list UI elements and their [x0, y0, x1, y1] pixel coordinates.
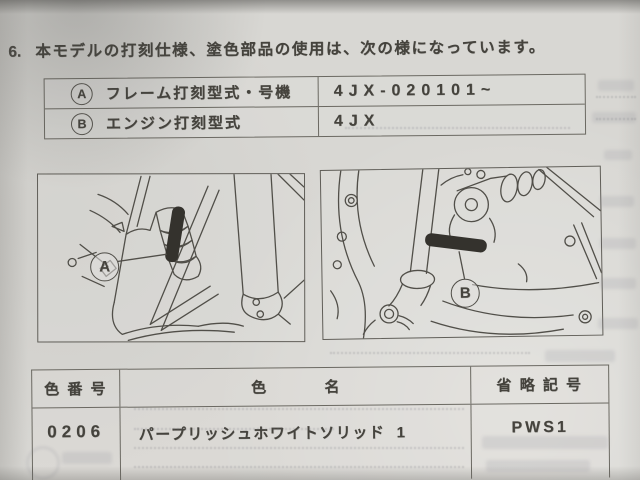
engine-stamp-value: 4JX — [333, 111, 381, 130]
frame-stamp-drawing — [67, 174, 305, 342]
color-table-header-row: 色 番 号 色 名 省 略 記 号 — [32, 365, 609, 409]
frame-stamp-label: フレーム打刻型式・号機 — [105, 84, 293, 103]
frame-stamp-label-cell: A フレーム打刻型式・号機 — [44, 77, 319, 109]
bleedthrough-dots — [134, 466, 464, 468]
callout-a: A — [90, 252, 120, 282]
bleedthrough-dots — [134, 408, 464, 410]
table-row: A フレーム打刻型式・号機 4JX-020101~ — [44, 75, 585, 109]
engine-stamp-mark — [425, 233, 487, 253]
engine-stamp-drawing — [330, 166, 603, 339]
frame-stamp-mark — [165, 206, 186, 263]
circled-a-badge: A — [70, 82, 93, 105]
bleedthrough-smudge — [486, 460, 590, 472]
bleedthrough-dots — [596, 96, 636, 98]
col-header-color-number: 色 番 号 — [32, 369, 121, 408]
color-name-cell: パープリッシュホワイトソリッド 1 — [120, 404, 473, 480]
bleedthrough-smudge — [598, 318, 638, 329]
bleedthrough-ring — [26, 446, 60, 480]
bleedthrough-smudge — [592, 112, 636, 123]
circled-b-badge: B — [70, 112, 94, 135]
engine-stamp-figure: B — [319, 165, 604, 340]
bleedthrough-smudge — [600, 278, 636, 289]
bleedthrough-dots — [345, 127, 570, 129]
bleedthrough-smudge — [604, 150, 632, 160]
bleedthrough-dots — [134, 447, 464, 449]
bleedthrough-dots — [134, 428, 334, 430]
bleedthrough-smudge — [600, 196, 634, 207]
section-number: 6. — [8, 43, 22, 61]
section-title: 本モデルの打刻仕様、塗色部品の使用は、次の様になっています。 — [35, 39, 547, 61]
bleedthrough-smudge — [62, 452, 112, 464]
bleedthrough-smudge — [600, 238, 636, 249]
frame-stamp-value: 4JX-020101~ — [333, 80, 497, 100]
bleedthrough-smudge — [482, 436, 608, 449]
bleedthrough-dots — [596, 118, 636, 120]
col-header-color-name: 色 名 — [120, 366, 472, 407]
engine-stamp-label: エンジン打刻型式 — [105, 114, 243, 133]
frame-stamp-figure: A — [37, 173, 306, 343]
bleedthrough-smudge — [598, 80, 634, 91]
section-heading: 6. 本モデルの打刻仕様、塗色部品の使用は、次の様になっています。 — [8, 35, 546, 62]
col-header-abbreviation: 省 略 記 号 — [496, 376, 584, 395]
engine-stamp-label-cell: B エンジン打刻型式 — [44, 107, 320, 139]
stamp-spec-table: A フレーム打刻型式・号機 4JX-020101~ B エンジン打刻型式 4JX — [43, 73, 587, 140]
bleedthrough-dots — [330, 352, 530, 354]
bleedthrough-smudge — [545, 350, 615, 362]
table-row: B エンジン打刻型式 4JX — [44, 103, 586, 139]
